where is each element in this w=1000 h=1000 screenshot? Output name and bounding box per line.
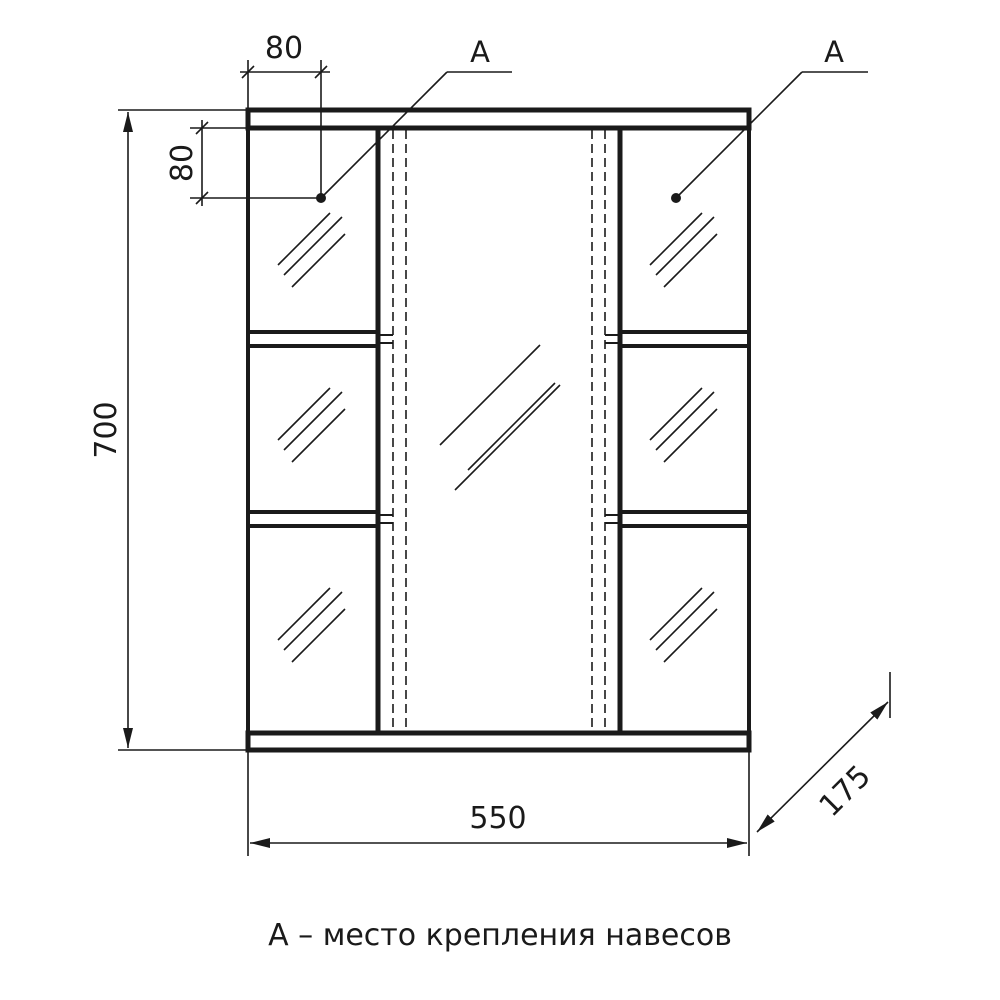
bottom-panel [245, 730, 752, 753]
hanger-offset-x-label: 80 [265, 31, 303, 66]
left-shelf-2 [246, 510, 380, 528]
cabinet-body [245, 107, 752, 753]
callout-leaders [320, 71, 868, 199]
width-dimension-label: 550 [469, 801, 526, 836]
top-panel [245, 107, 752, 131]
left-shelf-1 [246, 330, 380, 348]
height-dimension-label: 700 [89, 401, 124, 458]
dimension-lines [118, 60, 891, 856]
right-shelf-1 [618, 330, 751, 348]
right-shelf-2 [618, 510, 751, 528]
door-inner-dashes [392, 130, 606, 731]
glass-reflections [277, 212, 718, 663]
mirror-door [375, 125, 623, 736]
depth-dimension-label: 175 [813, 759, 878, 824]
right-callout-label: А [824, 35, 844, 69]
left-callout-label: А [470, 35, 490, 69]
shelf-supports [378, 334, 620, 524]
hanger-offset-y-label: 80 [165, 144, 200, 182]
legend-caption: А – место крепления навесов [268, 918, 732, 953]
